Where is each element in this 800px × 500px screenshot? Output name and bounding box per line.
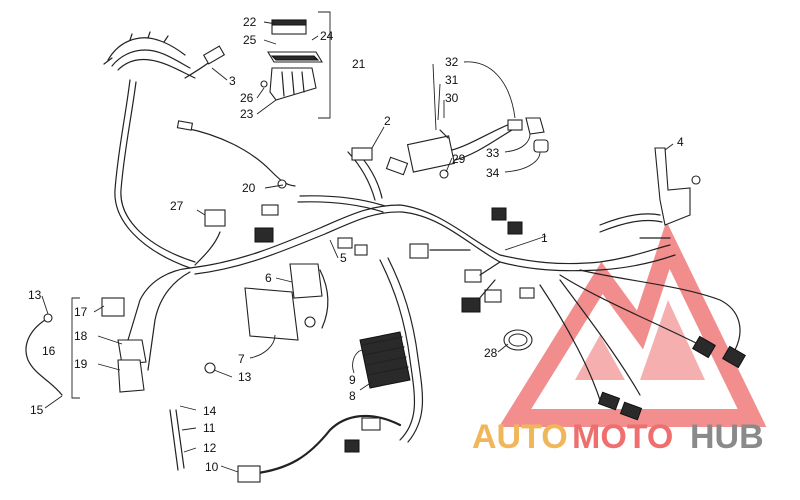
callout-13-right: 13 xyxy=(238,370,252,384)
watermark-logo xyxy=(498,221,767,427)
callout-28: 28 xyxy=(484,346,498,360)
callout-21: 21 xyxy=(352,57,366,71)
callout-7: 7 xyxy=(238,352,245,366)
callout-31: 31 xyxy=(445,73,459,87)
callout-32: 32 xyxy=(445,55,459,69)
callout-2: 2 xyxy=(384,114,391,128)
callout-29: 29 xyxy=(452,152,466,166)
watermark-auto: AUTO xyxy=(472,418,568,456)
callout-33: 33 xyxy=(486,146,500,160)
callout-18: 18 xyxy=(74,329,88,343)
upper-harness-branch xyxy=(103,31,226,269)
leader-lines xyxy=(41,21,674,473)
callout-19: 19 xyxy=(74,357,88,371)
callout-17: 17 xyxy=(74,305,88,319)
callout-30: 30 xyxy=(445,91,459,105)
center-connectors xyxy=(409,207,533,351)
main-harness xyxy=(176,120,676,275)
callout-11: 11 xyxy=(203,421,216,435)
callout-14: 14 xyxy=(203,404,217,418)
callout-22: 22 xyxy=(243,15,257,29)
callout-34: 34 xyxy=(486,166,500,180)
watermark-text: AUTO MOTO HUB xyxy=(472,418,764,456)
callout-10: 10 xyxy=(205,460,219,474)
callout-23: 23 xyxy=(240,107,254,121)
callout-8: 8 xyxy=(349,389,356,403)
callout-5: 5 xyxy=(340,251,347,265)
callout-12: 12 xyxy=(203,441,217,455)
callout-16: 16 xyxy=(42,344,56,358)
lower-harness xyxy=(237,414,402,483)
callout-3: 3 xyxy=(229,74,236,88)
left-relay-group xyxy=(25,267,191,471)
relay-box-assembly xyxy=(260,11,331,119)
callout-1: 1 xyxy=(541,231,548,245)
right-harness-branch xyxy=(519,147,746,421)
callout-26: 26 xyxy=(240,91,254,105)
callout-9: 9 xyxy=(349,373,356,387)
watermark-moto: MOTO xyxy=(572,418,673,456)
callout-6: 6 xyxy=(265,271,272,285)
callout-20: 20 xyxy=(242,181,256,195)
callout-13-left: 13 xyxy=(28,288,42,302)
callout-24: 24 xyxy=(320,29,334,43)
cdi-module xyxy=(406,117,549,179)
control-modules xyxy=(194,209,423,443)
watermark-hub: HUB xyxy=(690,418,764,456)
callouts: 1 2 3 4 5 6 7 8 9 10 11 12 13 13 14 15 1… xyxy=(28,15,684,474)
callout-4: 4 xyxy=(677,135,684,149)
callout-15: 15 xyxy=(30,403,44,417)
callout-27: 27 xyxy=(170,199,184,213)
callout-25: 25 xyxy=(243,33,257,47)
